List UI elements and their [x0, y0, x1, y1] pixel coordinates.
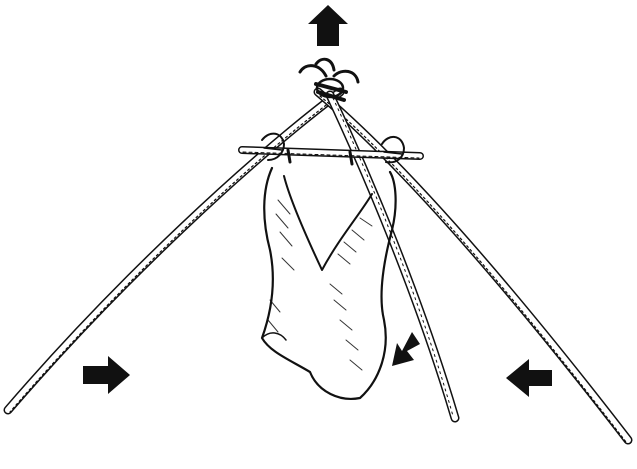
arrow-up-icon [308, 5, 348, 46]
pole-lashing [300, 59, 358, 100]
left-pole [8, 92, 340, 412]
right-pole [318, 92, 628, 442]
arrow-left-icon [506, 359, 552, 397]
arrow-right-icon [83, 356, 130, 394]
arrow-down-left-icon [392, 332, 420, 366]
back-pole [330, 95, 455, 418]
